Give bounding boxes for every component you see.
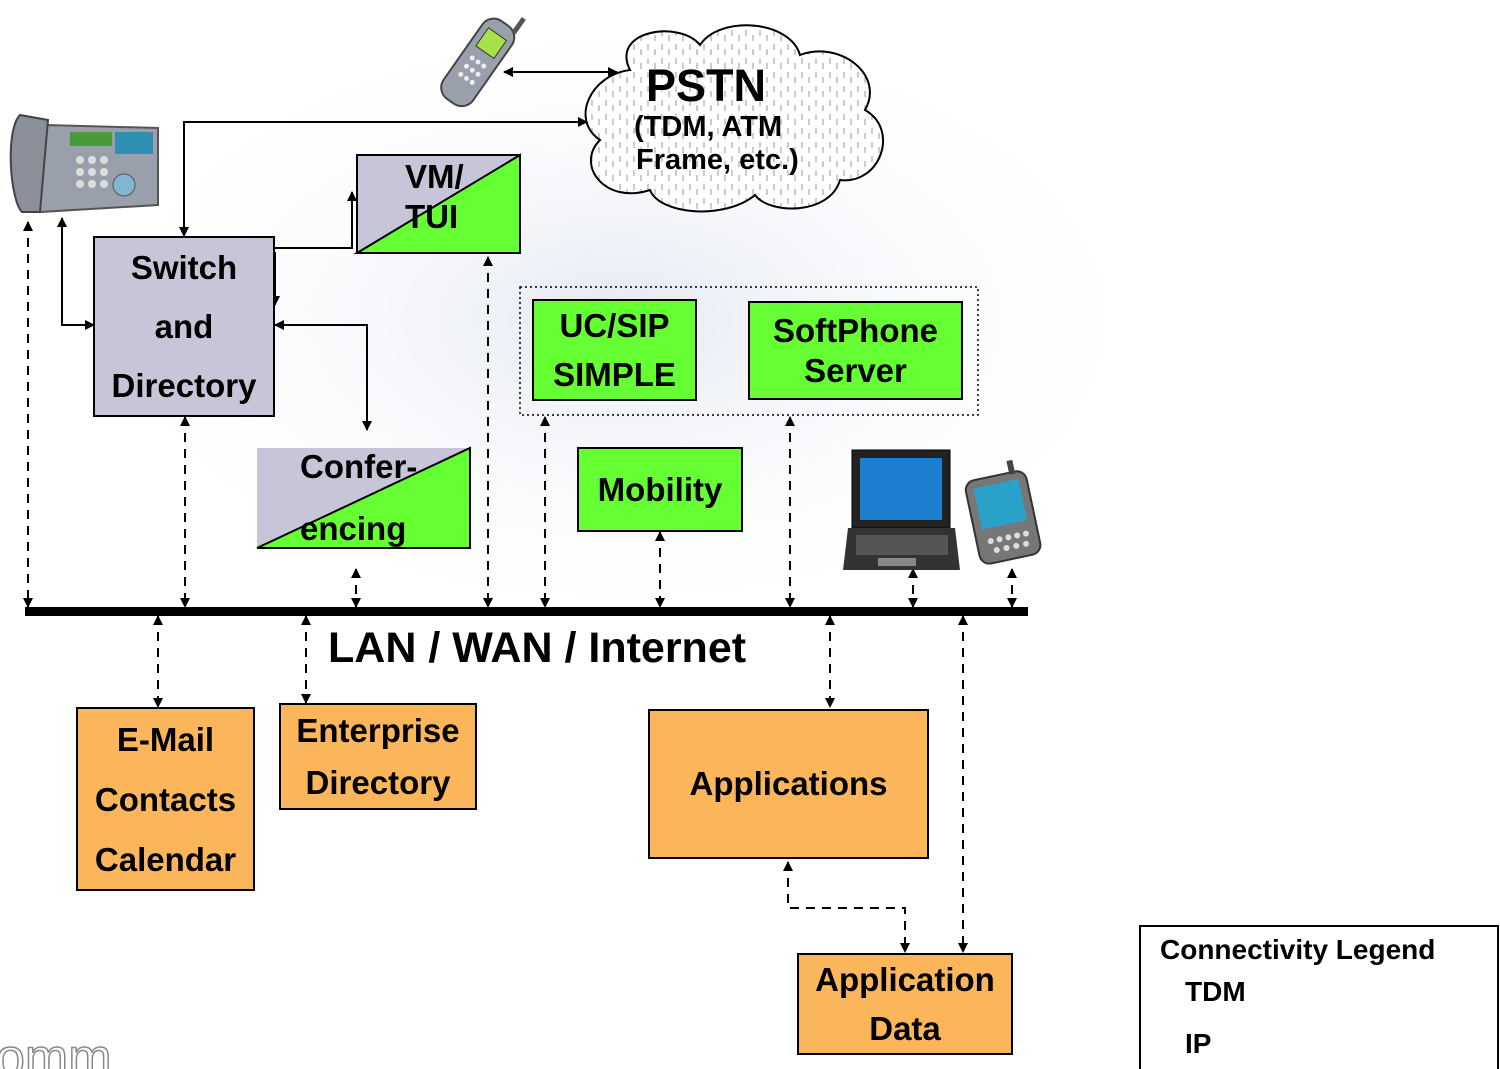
connectivity-legend [1139,925,1499,1069]
pstn-subtitle-2: Frame, etc.) [636,144,799,176]
laptop-icon [843,449,960,570]
network-label: LAN / WAN / Internet [328,624,747,672]
pstn-title: PSTN [646,60,767,111]
mobility-label: Mobility [597,471,723,508]
switch-directory-box: Switch and Directory [93,236,275,417]
sip-group-outline [519,286,979,416]
tdm-links [57,67,618,431]
application-data-box: Application Data [797,953,1013,1055]
email-contacts-calendar-box: E-Mail Contacts Calendar [76,707,255,891]
legend-tdm-label: TDM [1185,976,1246,1007]
pda-icon [964,459,1042,565]
enterprise-line-1: Enterprise [296,712,460,750]
softphone-server-box: SoftPhone Server [748,301,963,400]
conferencing-label-2: encing [300,510,407,547]
ucsip-line-1: UC/SIP [559,307,670,344]
email-line-1: E-Mail [116,720,215,758]
softphone-line-2: Server [804,351,907,389]
vm-label-2: TUI [405,198,459,235]
ucsip-simple-box: UC/SIP SIMPLE [532,299,697,401]
switch-line-1: Switch [130,249,238,286]
conferencing-label-1: Confer- [300,448,418,485]
ucsip-line-2: SIMPLE [553,356,676,393]
desk-phone-icon [9,113,159,214]
email-line-3: Calendar [94,840,237,878]
switch-line-2: and [154,308,214,345]
cell-phone-icon [440,16,526,108]
softphone-line-1: SoftPhone [773,312,938,349]
pstn-subtitle-1: (TDM, ATM [634,111,783,143]
enterprise-directory-box: Enterprise Directory [279,703,477,810]
switch-line-3: Directory [111,367,257,404]
pstn-cloud [584,24,884,213]
ip-links [23,221,1017,953]
appdata-line-2: Data [869,1010,941,1047]
applications-label: Applications [689,765,888,802]
legend-ip-label: IP [1185,1028,1212,1059]
company-logo: omm [0,1028,112,1069]
legend-title: Connectivity Legend [1160,934,1436,965]
appdata-line-1: Application [815,961,995,998]
email-line-2: Contacts [94,780,237,818]
enterprise-line-2: Directory [305,763,451,801]
applications-box: Applications [648,709,929,859]
lan-bar [25,607,1028,616]
mobility-box: Mobility [577,447,743,532]
conferencing-box [256,446,471,549]
vm-label-1: VM/ [405,158,464,195]
